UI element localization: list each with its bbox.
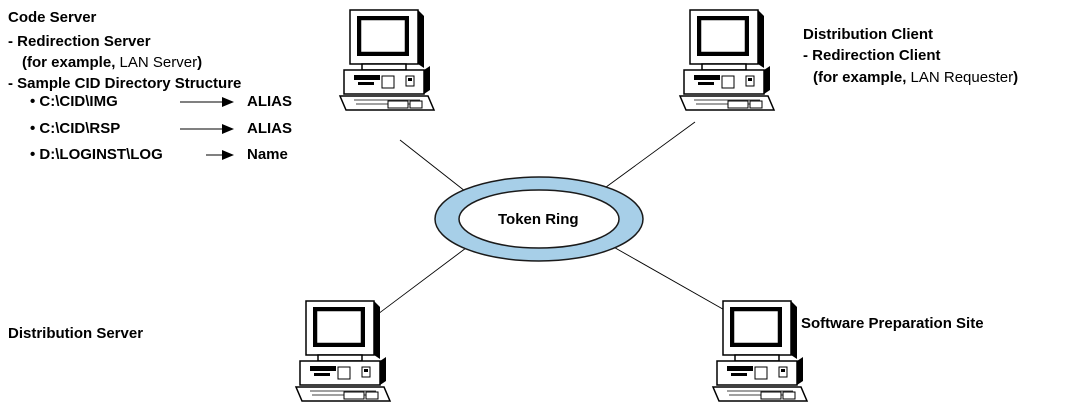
- mapping-arrows: [180, 97, 234, 160]
- example-suffix: ): [197, 54, 203, 71]
- link-software-prep: [609, 244, 729, 313]
- token-ring: [434, 176, 644, 262]
- link-code-server: [399, 139, 471, 196]
- cid-structure-title: - Sample CID Directory Structure: [8, 75, 242, 92]
- code-server-example: (for example, LAN Server): [22, 53, 202, 72]
- token-ring-label: Token Ring: [498, 211, 579, 228]
- cid-target-log: Name: [247, 146, 288, 163]
- distribution-client-computer-icon: [679, 9, 775, 111]
- software-prep-title: Software Preparation Site: [801, 315, 984, 332]
- example-prefix: (for example,: [22, 54, 120, 71]
- cid-target-img: ALIAS: [247, 93, 292, 110]
- redirection-server-label: - Redirection Server: [8, 33, 151, 50]
- cid-path-rsp: • C:\CID\RSP: [30, 120, 121, 137]
- code-server-title: Code Server: [8, 9, 97, 26]
- cid-target-rsp: ALIAS: [247, 120, 292, 137]
- software-prep-computer-icon: [712, 300, 808, 402]
- client-example-suffix: ): [1013, 69, 1019, 86]
- distribution-client-title: Distribution Client: [803, 26, 933, 43]
- client-example-prefix: (for example,: [813, 69, 911, 86]
- link-distribution-client: [601, 121, 696, 191]
- code-server-computer-icon: [339, 9, 435, 111]
- example-value: LAN Server: [119, 54, 198, 71]
- link-distribution-server: [369, 244, 471, 321]
- distribution-client-example: (for example, LAN Requester): [813, 68, 1018, 87]
- distribution-server-computer-icon: [295, 300, 391, 402]
- cid-path-log: • D:\LOGINST\LOG: [30, 146, 163, 163]
- redirection-client-label: - Redirection Client: [803, 47, 941, 64]
- cid-path-img: • C:\CID\IMG: [30, 93, 118, 110]
- distribution-server-title: Distribution Server: [8, 325, 144, 342]
- client-example-value: LAN Requester: [910, 69, 1014, 86]
